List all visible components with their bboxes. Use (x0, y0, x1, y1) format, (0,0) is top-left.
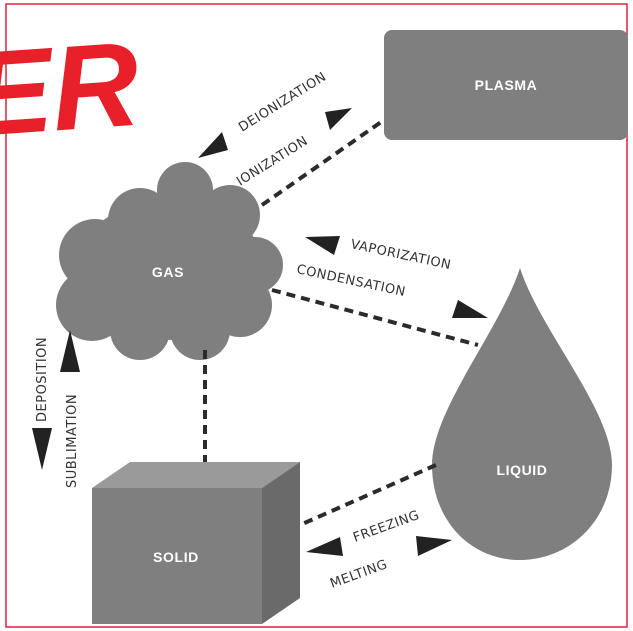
condensation-label: CONDENSATION (295, 262, 407, 300)
vaporization-arrow (305, 236, 340, 255)
solid-label: SOLID (153, 549, 199, 565)
title-fragment: ER (0, 17, 143, 162)
connector-gas-plasma (260, 118, 386, 207)
deposition-arrow (32, 428, 52, 470)
melting-arrow (416, 536, 452, 556)
solid-cube (92, 462, 300, 624)
page-border (5, 3, 628, 628)
plasma-box (384, 30, 628, 140)
ionization-arrow (325, 108, 352, 130)
connector-liquid-solid (299, 463, 437, 527)
deposition-label: DEPOSITION (35, 337, 50, 422)
ionization-label: IONIZATION (234, 134, 311, 190)
sublimation-label: SUBLIMATION (65, 394, 80, 488)
freezing-arrow (306, 537, 343, 556)
gas-label: GAS (152, 264, 184, 280)
liquid-drop (432, 268, 612, 560)
liquid-label: LIQUID (496, 462, 547, 478)
plasma-label: PLASMA (475, 77, 538, 93)
deionization-arrow (198, 132, 228, 158)
vaporization-label: VAPORIZATION (349, 237, 452, 273)
freezing-label: FREEZING (351, 508, 421, 546)
condensation-arrow (452, 300, 488, 318)
connector-gas-liquid (271, 288, 479, 347)
melting-label: MELTING (328, 557, 389, 592)
sublimation-arrow (60, 330, 80, 372)
gas-cloud (56, 162, 283, 360)
deionization-label: DEIONIZATION (236, 69, 329, 135)
